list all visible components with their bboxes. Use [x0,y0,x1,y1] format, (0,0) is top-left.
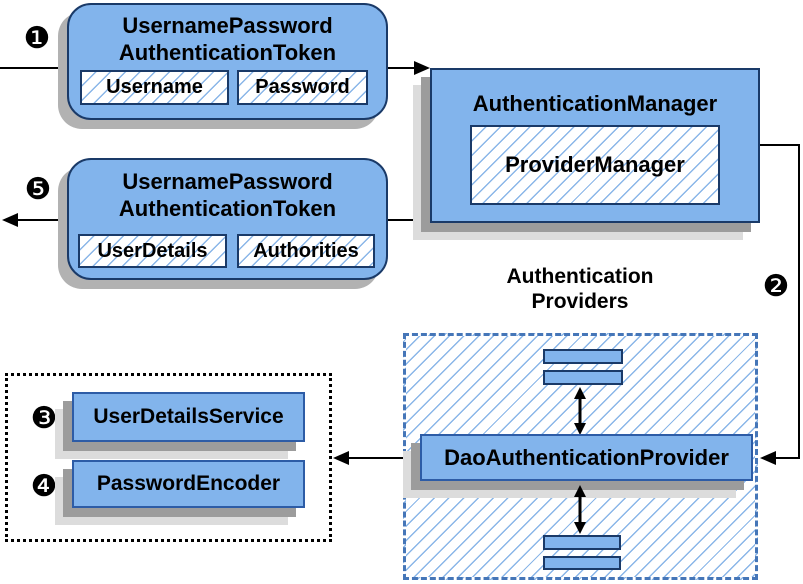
providers-group-label-line2: Providers [531,290,629,313]
provider-manager-box: ProviderManager [470,125,720,205]
password-field-box: Password [237,70,368,105]
arrowhead-step5-icon [2,213,18,227]
request-token-box: UsernamePassword AuthenticationToken Use… [67,3,388,120]
step2-badge: ❷ [762,270,790,303]
flow-line-step2-horizontal-top [760,144,800,146]
double-arrow-top-icon [574,387,586,435]
step5-badge: ❺ [24,173,52,206]
flow-line-step2-horizontal-bottom [776,457,799,459]
arrowhead-step2-icon [760,451,776,465]
request-token-title-line2: AuthenticationToken [118,40,337,65]
provider-placeholder-bar-top-2 [543,370,623,385]
response-token-title-line2: AuthenticationToken [118,196,337,221]
arrowhead-step3-icon [333,451,349,465]
authorities-field-box: Authorities [237,234,375,268]
provider-placeholder-bar-bottom-2 [543,556,621,570]
arrowhead-step1-icon [414,61,430,75]
provider-placeholder-bar-bottom-1 [543,535,621,550]
authentication-manager-title: AuthenticationManager [472,91,718,116]
double-arrow-bottom-icon [574,485,586,534]
flow-line-step2-vertical [798,144,800,459]
dao-authentication-provider-box: DaoAuthenticationProvider [420,434,753,481]
dependencies-group-box [5,373,332,542]
step4-badge: ❹ [30,470,58,503]
step3-badge: ❸ [30,402,58,435]
step1-badge: ❶ [23,22,51,55]
password-encoder-box: PasswordEncoder [72,460,305,508]
providers-group-label-line1: Authentication [506,265,654,288]
response-token-title-line1: UsernamePassword [122,169,333,194]
providers-group-label: Authentication Providers [480,264,680,314]
user-details-service-box: UserDetailsService [72,392,305,442]
userdetails-field-box: UserDetails [78,234,227,268]
response-token-box: UsernamePassword AuthenticationToken Use… [67,158,388,280]
flow-line-step3 [349,457,420,459]
request-token-title-line1: UsernamePassword [122,13,333,38]
authentication-manager-box: AuthenticationManager ProviderManager [430,68,760,223]
username-field-box: Username [80,70,229,105]
provider-placeholder-bar-top-1 [543,349,623,364]
